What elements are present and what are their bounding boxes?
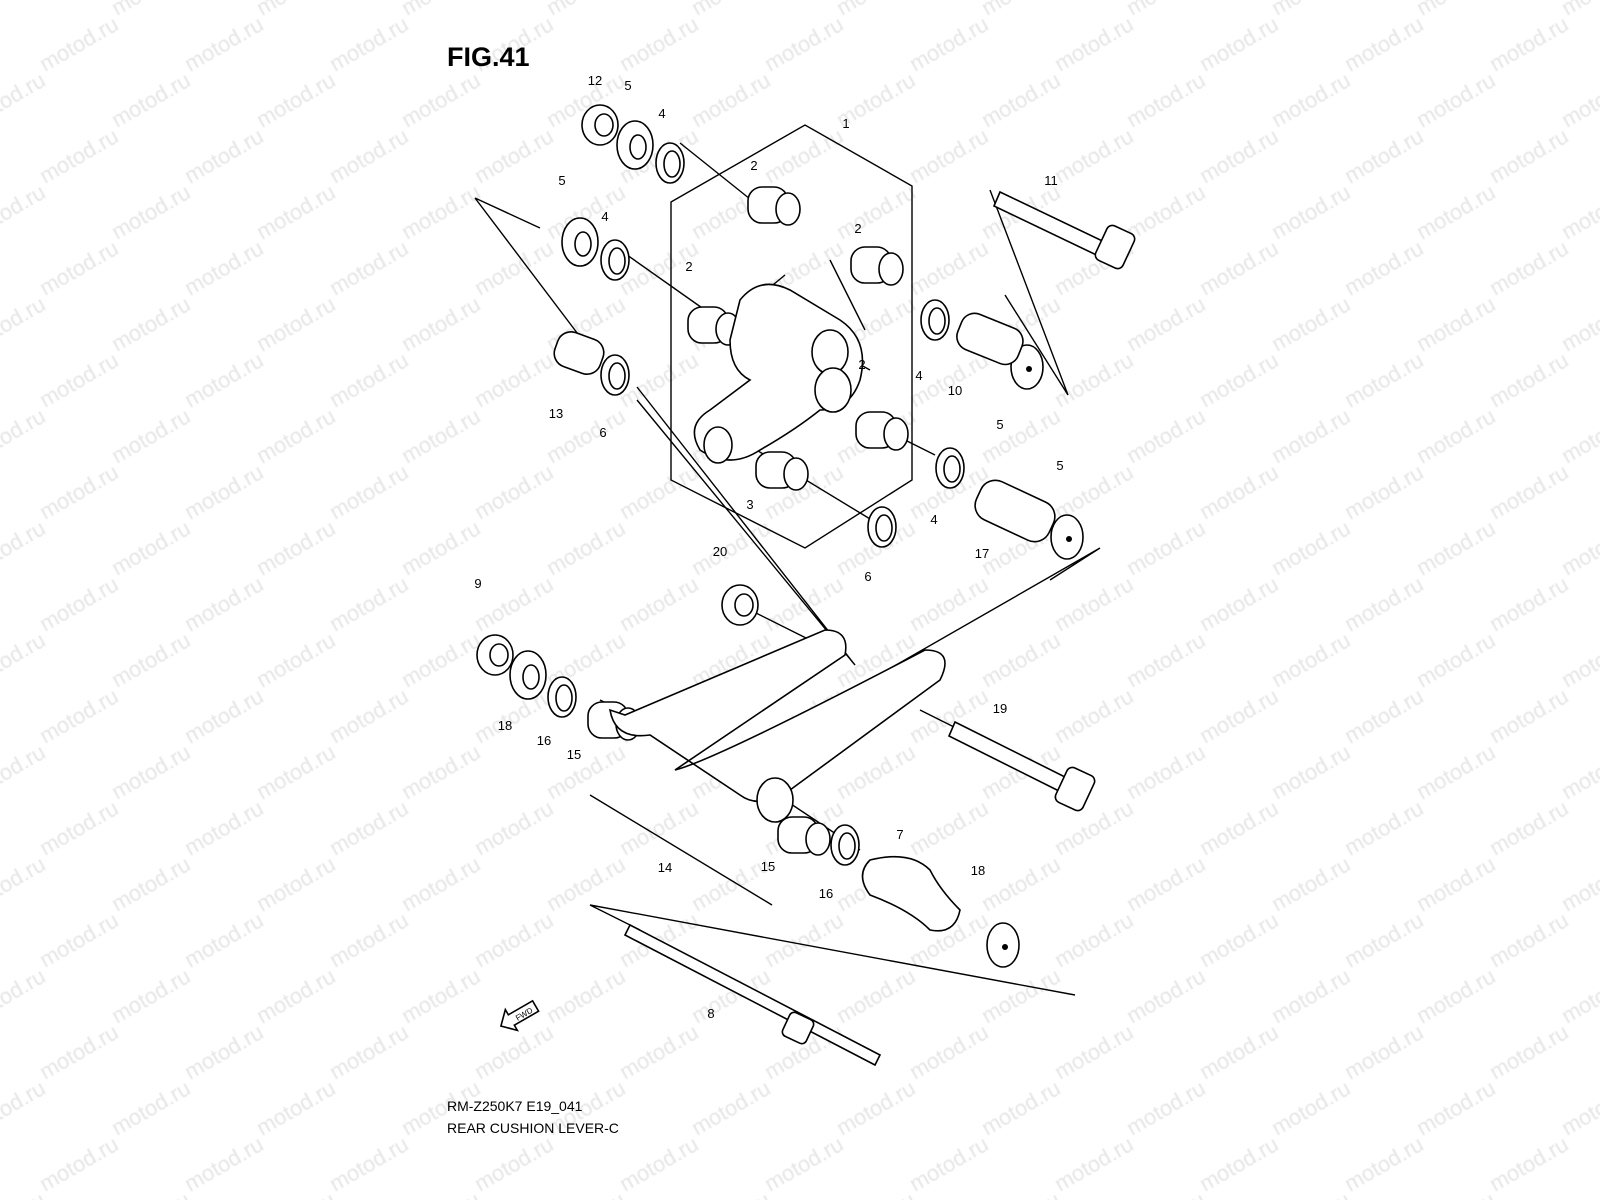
assembly-outline-1 [670, 124, 913, 549]
bracket-line [589, 904, 1076, 996]
lever-bores [703, 329, 852, 464]
callout: 14 [658, 860, 672, 875]
callout: 4 [930, 512, 937, 527]
callout: 7 [896, 827, 903, 842]
nuts [476, 104, 759, 676]
callout: 8 [707, 1006, 714, 1021]
figure-name: REAR CUSHION LEVER-C [447, 1120, 619, 1136]
fwd-arrow-icon: FWD [499, 999, 540, 1032]
bracket-line [474, 197, 591, 351]
bracket-line-11 [989, 189, 1069, 396]
washers-and-seals [509, 120, 1084, 968]
model-code: RM-Z250K7 E19_041 [447, 1098, 583, 1114]
callout: 6 [599, 425, 606, 440]
callout: 5 [996, 417, 1003, 432]
cushion-rod [608, 629, 946, 803]
callout: 11 [1044, 173, 1058, 188]
bracket-line [636, 386, 856, 666]
callout: 5 [558, 173, 565, 188]
cushion-lever [693, 283, 864, 461]
callout: 10 [948, 383, 962, 398]
callout: 5 [624, 78, 631, 93]
callout: 3 [746, 497, 753, 512]
callout: 2 [858, 357, 865, 372]
bracket-line [589, 794, 773, 906]
callout: 2 [854, 221, 861, 236]
callout: 2 [685, 259, 692, 274]
callout: 4 [658, 106, 665, 121]
callout: 9 [474, 576, 481, 591]
rod-bore [756, 777, 794, 823]
callout: 2 [750, 158, 757, 173]
callout: 4 [915, 368, 922, 383]
callout-labels: 12 5 4 1 2 5 4 2 2 11 13 6 2 4 10 5 3 5 … [474, 73, 1063, 1021]
bolts [623, 190, 1136, 1067]
callout: 5 [1056, 458, 1063, 473]
callout: 15 [567, 747, 581, 762]
callout: 18 [971, 863, 985, 878]
callout: 20 [713, 544, 727, 559]
callout: 19 [993, 701, 1007, 716]
figure-title: FIG.41 [447, 42, 530, 72]
callout: 12 [588, 73, 602, 88]
collars [553, 312, 1056, 932]
callout: 16 [819, 886, 833, 901]
bracket-line [869, 547, 1101, 681]
callout: 18 [498, 718, 512, 733]
callout: 1 [842, 116, 849, 131]
callout: 15 [761, 859, 775, 874]
callout: 13 [549, 406, 563, 421]
callout: 4 [601, 209, 608, 224]
callout: 16 [537, 733, 551, 748]
callout: 6 [864, 569, 871, 584]
callout: 17 [975, 546, 989, 561]
